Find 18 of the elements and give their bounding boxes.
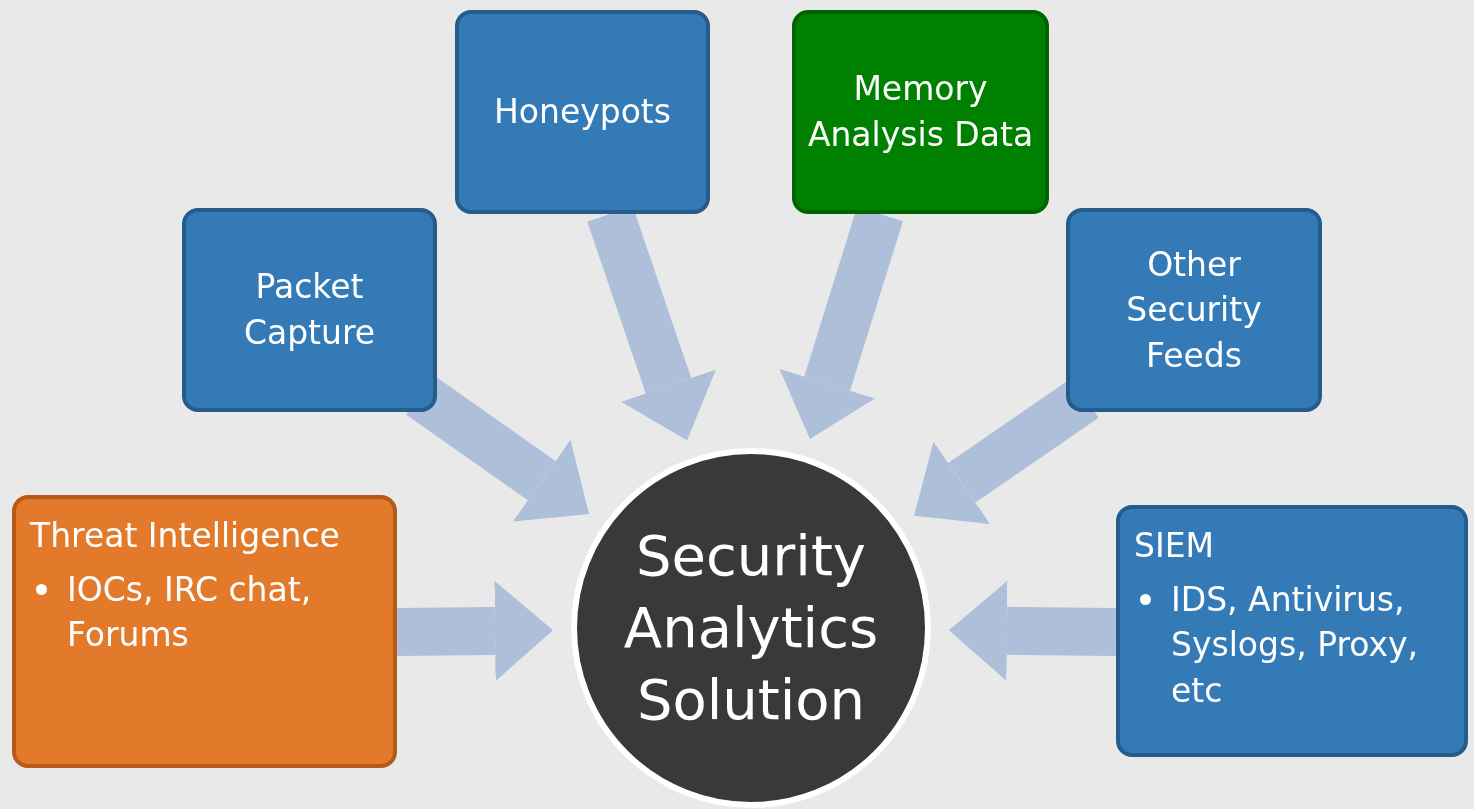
block-arrow (396, 580, 553, 681)
box-label: Honeypots (494, 91, 671, 134)
circle-label: Security Analytics Solution (622, 522, 880, 734)
source-box (12, 495, 397, 768)
source-box (182, 208, 437, 412)
source-box (792, 10, 1049, 214)
box-heading: SIEM (1134, 525, 1215, 567)
box-label: Packet Capture (242, 266, 377, 354)
bullet-item: IOCs, IRC chat, Forums (67, 568, 313, 657)
source-box (455, 10, 710, 214)
source-box (1116, 505, 1468, 757)
bullet-item: IDS, Antivirus, Syslogs, Proxy, etc (1171, 578, 1420, 712)
block-arrow (406, 375, 590, 522)
source-box (1066, 208, 1322, 412)
block-arrow (949, 580, 1117, 681)
box-label: Other Security Feeds (1125, 243, 1263, 377)
box-heading: Threat Intelligence (30, 515, 341, 557)
box-label: Memory Analysis Data (806, 68, 1035, 156)
